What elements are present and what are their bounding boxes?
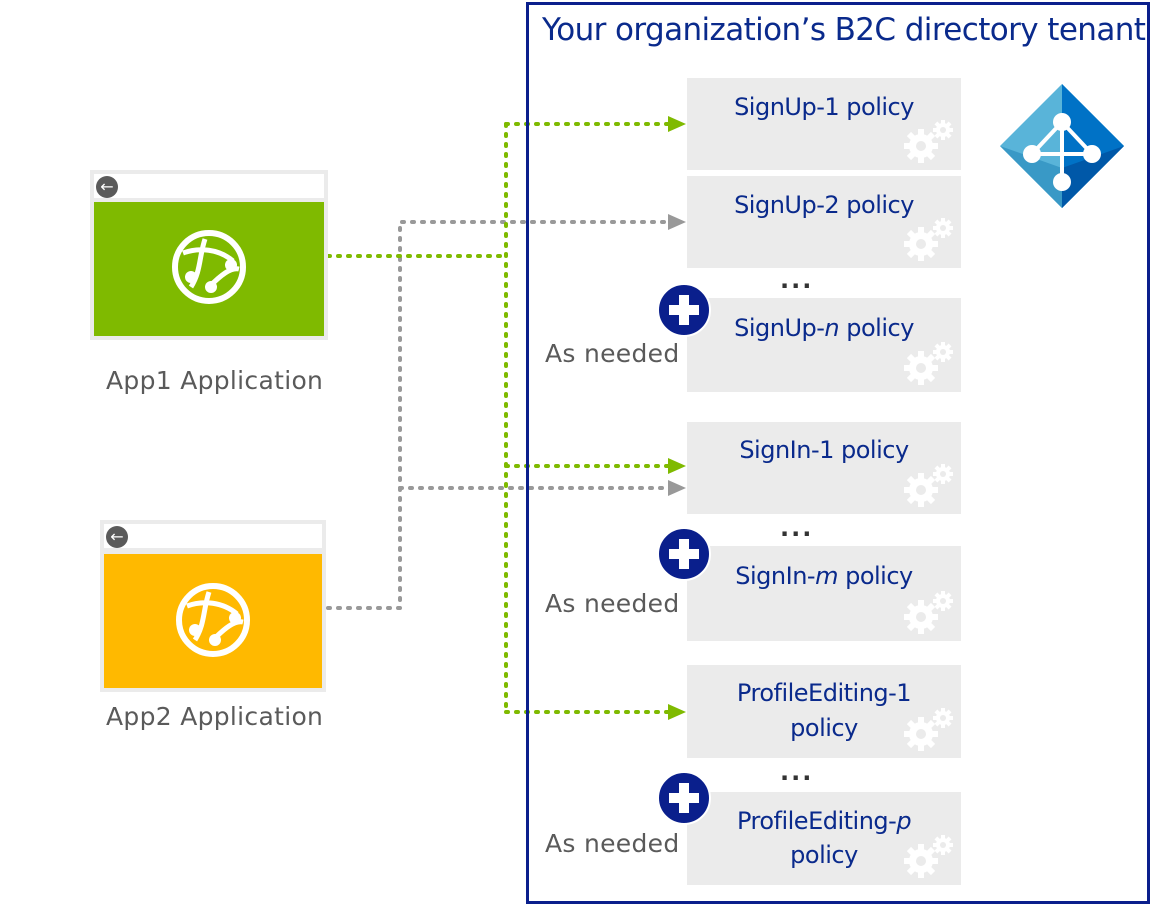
add-icon: [657, 771, 711, 825]
app1-window: ←: [90, 170, 328, 340]
arrow-to-profile-1: [668, 704, 686, 720]
gears-icon: [904, 835, 953, 878]
ellipsis: ...: [780, 758, 814, 786]
app1-connections: [326, 122, 670, 714]
policy-signup-n: SignUp-n policy: [687, 298, 961, 392]
app2-body: [104, 554, 322, 688]
policy-label: SignUp-n policy: [687, 311, 961, 345]
app2-label: App2 Application: [106, 702, 324, 731]
arrow-to-signin-1-green: [668, 458, 686, 474]
app2-connections: [326, 220, 670, 610]
web-app-icon: [176, 583, 250, 657]
policy-prefix: SignIn-: [735, 562, 816, 590]
add-icon: [657, 283, 711, 337]
tenant-box: [526, 2, 1150, 904]
arrow-to-signup-1: [668, 116, 686, 132]
web-app-icon: [172, 230, 246, 304]
policy-label: SignUp-1 policy: [734, 93, 914, 121]
back-icon: ←: [96, 176, 118, 198]
gears-icon: [904, 120, 953, 163]
policy-prefix: ProfileEditing-: [736, 807, 897, 835]
policy-label: policy: [790, 714, 858, 742]
as-needed-label: As needed: [545, 339, 680, 368]
policy-label: SignIn-m policy: [687, 559, 961, 593]
policy-signin-m: SignIn-m policy: [687, 546, 961, 641]
as-needed-label: As needed: [545, 829, 680, 858]
gears-icon: [904, 591, 953, 634]
app1-titlebar: [94, 174, 324, 198]
ellipsis: ...: [780, 266, 814, 294]
policy-profileediting-p: ProfileEditing-p policy: [687, 792, 961, 885]
tenant-title: Your organization’s B2C directory tenant: [542, 12, 1146, 48]
add-icon: [657, 527, 711, 581]
app1-label: App1 Application: [106, 366, 324, 395]
policy-label: policy: [790, 841, 858, 869]
policy-var: p: [896, 807, 912, 835]
back-icon: ←: [106, 526, 128, 548]
as-needed-label: As needed: [545, 589, 680, 618]
policy-label: ProfileEditing-p: [687, 804, 961, 838]
gears-icon: [904, 464, 953, 507]
policy-var: n: [824, 314, 840, 342]
policy-profileediting-1: ProfileEditing-1 policy: [687, 665, 961, 758]
app1-body: [94, 202, 324, 336]
gears-icon: [904, 708, 953, 751]
policy-label: SignUp-2 policy: [734, 191, 914, 219]
gears-icon: [904, 342, 953, 385]
ellipsis: ...: [780, 514, 814, 542]
app2-titlebar: [104, 524, 322, 548]
policy-label: ProfileEditing-1: [736, 679, 912, 707]
gears-icon: [904, 218, 953, 261]
policy-suffix: policy: [837, 562, 913, 590]
app2-window: ←: [100, 520, 326, 692]
policy-signin-1: SignIn-1 policy: [687, 422, 961, 514]
policy-signup-2: SignUp-2 policy: [687, 176, 961, 268]
policy-prefix: SignUp-: [734, 314, 825, 342]
policy-signup-1: SignUp-1 policy: [687, 78, 961, 170]
arrow-to-signin-1-gray: [668, 480, 686, 496]
policy-label: SignIn-1 policy: [739, 436, 909, 464]
policy-var: m: [815, 562, 838, 590]
azure-ad-icon: [1000, 84, 1124, 208]
policy-suffix: policy: [839, 314, 914, 342]
arrow-to-signup-2: [668, 214, 686, 230]
